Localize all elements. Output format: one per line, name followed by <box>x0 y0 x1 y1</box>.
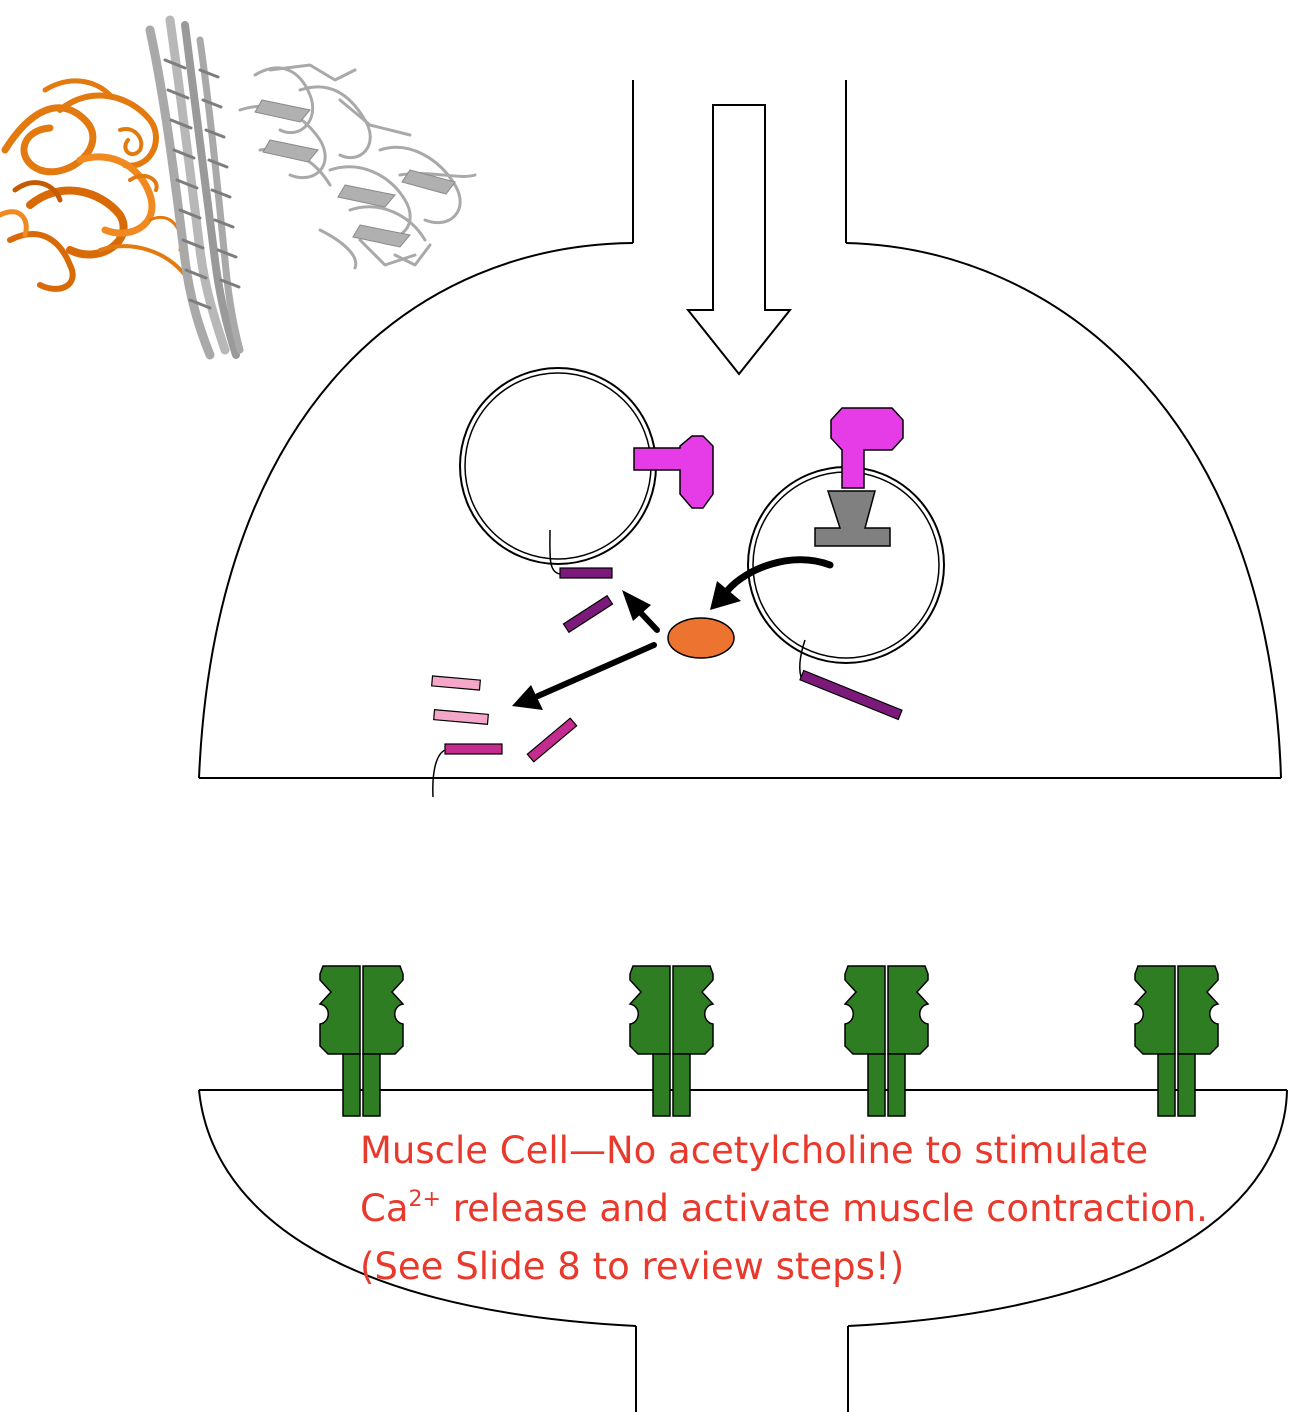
ach-receptor-channel-icon <box>844 965 929 1117</box>
snare-protein-right-vesicle <box>799 639 903 721</box>
toxin-light-chain-left <box>633 435 714 509</box>
protease-enzyme <box>667 617 735 659</box>
cleavage-arrow-upper <box>622 590 660 633</box>
ach-receptor-channel-icon <box>1134 965 1219 1117</box>
ach-receptor-channel-icon <box>629 965 714 1117</box>
toxin-heavy-chain-right <box>830 407 904 489</box>
snare-protein-left-vesicle <box>549 529 614 634</box>
synaptic-vesicle-left <box>459 367 657 565</box>
ach-receptor-channel-icon <box>319 965 404 1117</box>
protein-ribbon-structure-icon <box>0 15 477 360</box>
muscle-cell-caption: Muscle Cell—No acetylcholine to stimulat… <box>360 1122 1260 1296</box>
nerve-terminal-membrane <box>198 80 1282 779</box>
caption-line-1: Muscle Cell—No acetylcholine to stimulat… <box>360 1129 1149 1172</box>
cleavage-arrow-lower <box>512 642 657 710</box>
caption-line-2-prefix: Ca <box>360 1187 409 1230</box>
cleaved-snare-fragments <box>431 675 578 798</box>
caption-line-2: Ca2+ release and activate muscle contrac… <box>360 1180 1260 1238</box>
hollow-down-arrow-icon <box>685 104 793 376</box>
caption-line-3: (See Slide 8 to review steps!) <box>360 1245 905 1288</box>
toxin-receptor <box>814 490 891 547</box>
caption-line-2-suffix: release and activate muscle contraction. <box>440 1187 1208 1230</box>
internalization-arrow <box>710 556 834 610</box>
calcium-charge-superscript: 2+ <box>408 1187 441 1212</box>
